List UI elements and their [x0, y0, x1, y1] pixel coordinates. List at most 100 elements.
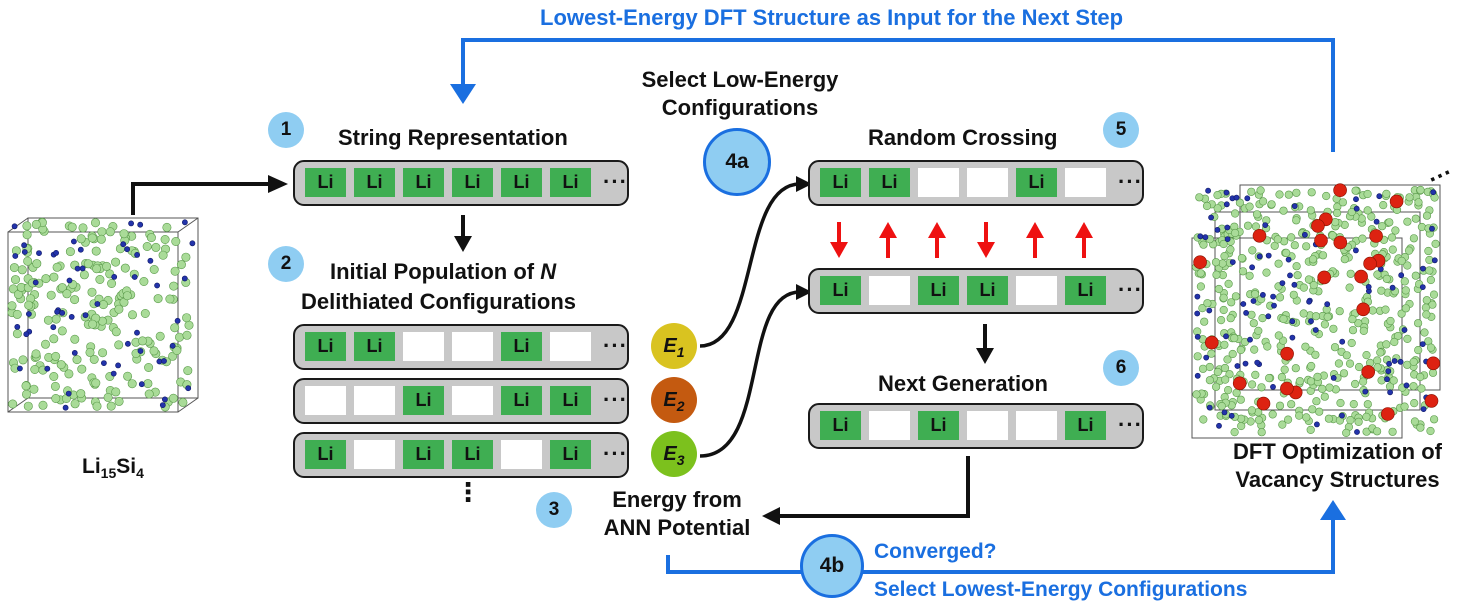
- atom: [43, 315, 53, 325]
- atom: [1377, 222, 1387, 231]
- atom: [21, 389, 31, 399]
- atom: [1252, 210, 1262, 219]
- atom: [1429, 225, 1435, 232]
- atom: [1354, 269, 1368, 284]
- atom: [1207, 349, 1216, 358]
- atom: [1225, 370, 1234, 379]
- atom: [1192, 390, 1201, 399]
- atom: [1231, 292, 1240, 301]
- atom: [67, 222, 77, 232]
- atom: [1411, 271, 1420, 280]
- atom: [1391, 358, 1398, 364]
- atom: [1257, 428, 1266, 437]
- atom: [1354, 417, 1363, 427]
- atom: [79, 270, 89, 280]
- atom: [1206, 307, 1213, 314]
- atom: [1354, 429, 1360, 435]
- atom: [124, 246, 130, 253]
- atom: [1312, 397, 1321, 406]
- atom: [1329, 324, 1338, 333]
- li-cell: Li: [501, 332, 542, 361]
- atom: [1417, 384, 1426, 393]
- atom: [1376, 348, 1385, 357]
- atom: [1400, 402, 1409, 411]
- atom: [72, 355, 82, 365]
- atom: [160, 235, 170, 245]
- atom: [1213, 191, 1222, 200]
- atom: [1194, 293, 1201, 300]
- atom: [1308, 318, 1314, 325]
- atom: [1420, 265, 1426, 272]
- atom: [1284, 190, 1293, 199]
- atom: [82, 312, 89, 319]
- atom: [1322, 191, 1331, 201]
- atom: [1224, 224, 1231, 231]
- atom: [49, 272, 59, 282]
- atom: [83, 259, 93, 269]
- atom: [1277, 373, 1286, 382]
- atom: [76, 234, 86, 244]
- atom: [11, 223, 18, 230]
- atom: [1195, 193, 1204, 202]
- atom: [1403, 261, 1412, 270]
- atom: [1280, 365, 1289, 374]
- atom: [1377, 286, 1386, 295]
- atom: [1345, 359, 1355, 368]
- atom: [103, 392, 113, 402]
- atom: [32, 259, 42, 269]
- atom: [169, 342, 176, 349]
- atom: [159, 402, 166, 408]
- atom: [1308, 405, 1317, 414]
- atom: [1373, 218, 1380, 225]
- string-ellipsis: ···: [1118, 412, 1143, 437]
- atom: [1249, 264, 1255, 271]
- atom: [1384, 376, 1390, 383]
- atom: [1367, 212, 1376, 221]
- atom: [1333, 183, 1347, 197]
- atom: [1419, 284, 1426, 290]
- atom: [1365, 283, 1372, 290]
- atom: [1263, 342, 1272, 351]
- atom: [1278, 420, 1287, 429]
- atom: [96, 234, 106, 244]
- step-2-title-text: Initial Population of: [330, 259, 535, 284]
- atom: [1260, 291, 1266, 298]
- atom: [97, 227, 107, 237]
- li-cell: Li: [305, 440, 346, 469]
- atom: [120, 263, 130, 273]
- atom: [1373, 356, 1382, 365]
- atom: [1358, 377, 1368, 386]
- vacancy-cell: [403, 332, 444, 361]
- atom: [105, 227, 115, 237]
- atom: [181, 219, 188, 226]
- li-cell: Li: [820, 411, 861, 440]
- atom: [1314, 421, 1320, 428]
- atom: [1301, 342, 1310, 351]
- atom: [1347, 338, 1356, 348]
- atom: [128, 310, 138, 320]
- atom: [1230, 334, 1239, 343]
- atom: [77, 364, 87, 374]
- atom: [95, 274, 105, 284]
- atom: [1224, 279, 1233, 289]
- step-2-badge: 2: [268, 246, 304, 282]
- atom: [1324, 414, 1333, 423]
- li-cell: Li: [918, 276, 959, 305]
- crossing-arrow-down: [830, 222, 848, 258]
- atom: [1279, 280, 1286, 286]
- atom: [1200, 317, 1209, 326]
- input-arrow: [131, 182, 270, 215]
- atom: [1202, 201, 1212, 211]
- atom: [1372, 427, 1382, 436]
- atom: [1424, 246, 1433, 256]
- atom: [1199, 415, 1208, 424]
- atom: [138, 336, 148, 346]
- atom: [102, 261, 112, 271]
- atom: [1386, 316, 1395, 326]
- atom: [1236, 395, 1245, 404]
- string-ellipsis: ···: [603, 333, 628, 358]
- atom: [111, 387, 121, 397]
- atom: [153, 294, 163, 304]
- feedback-arrowhead: [450, 84, 476, 104]
